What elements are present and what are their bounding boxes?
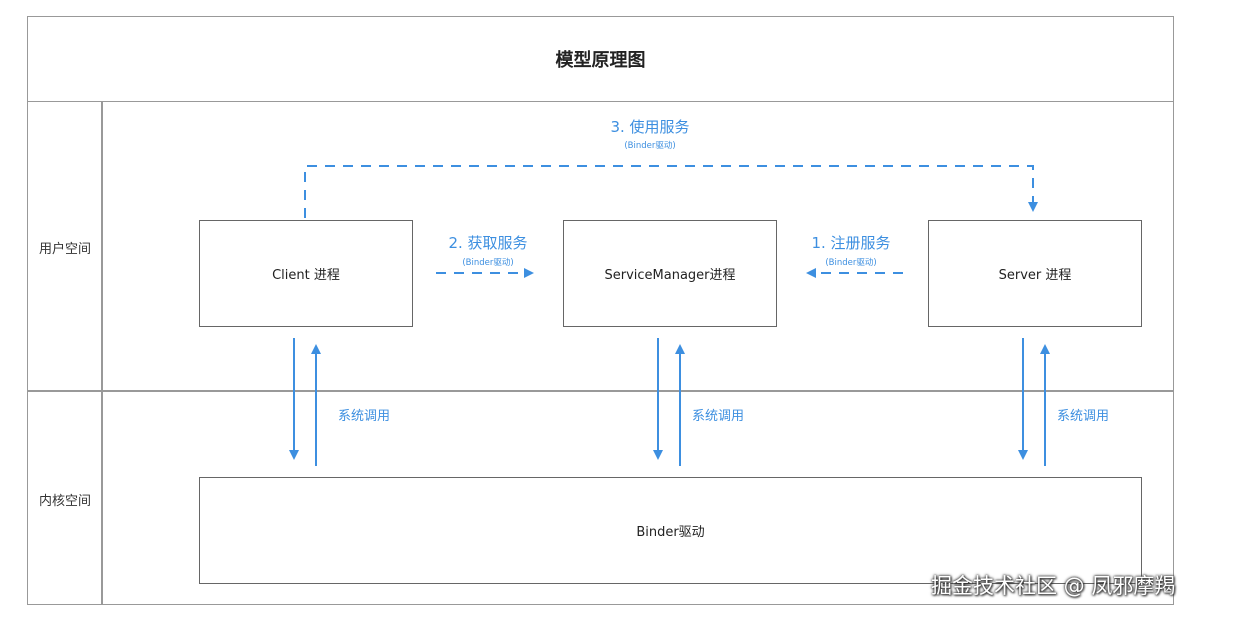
service-manager-process-box: ServiceManager进程	[563, 220, 777, 327]
lane-user-space-label: 用户空间	[38, 242, 91, 257]
register-service-sublabel: (Binder驱动)	[825, 258, 877, 268]
client-process-box: Client 进程	[199, 220, 413, 327]
sm-syscall-label: 系统调用	[692, 409, 745, 424]
server-syscall-label: 系统调用	[1057, 409, 1110, 424]
use-service-label: 3. 使用服务	[610, 118, 690, 136]
binder-driver-box: Binder驱动	[199, 477, 1142, 584]
lane-kernel-space-label: 内核空间	[38, 494, 91, 509]
client-syscall-label: 系统调用	[338, 409, 391, 424]
watermark: 掘金技术社区 @ 凤邪摩羯	[931, 574, 1176, 598]
lane-divider	[27, 390, 1174, 392]
server-process-box: Server 进程	[928, 220, 1142, 327]
register-service-label: 1. 注册服务	[811, 234, 891, 252]
get-service-sublabel: (Binder驱动)	[462, 258, 514, 268]
get-service-label: 2. 获取服务	[448, 234, 528, 252]
use-service-sublabel: (Binder驱动)	[624, 141, 676, 151]
diagram-title: 模型原理图	[27, 16, 1174, 102]
lane-label-column	[27, 101, 103, 605]
diagram-frame	[27, 16, 1174, 605]
use-service-arrow	[304, 165, 1038, 218]
